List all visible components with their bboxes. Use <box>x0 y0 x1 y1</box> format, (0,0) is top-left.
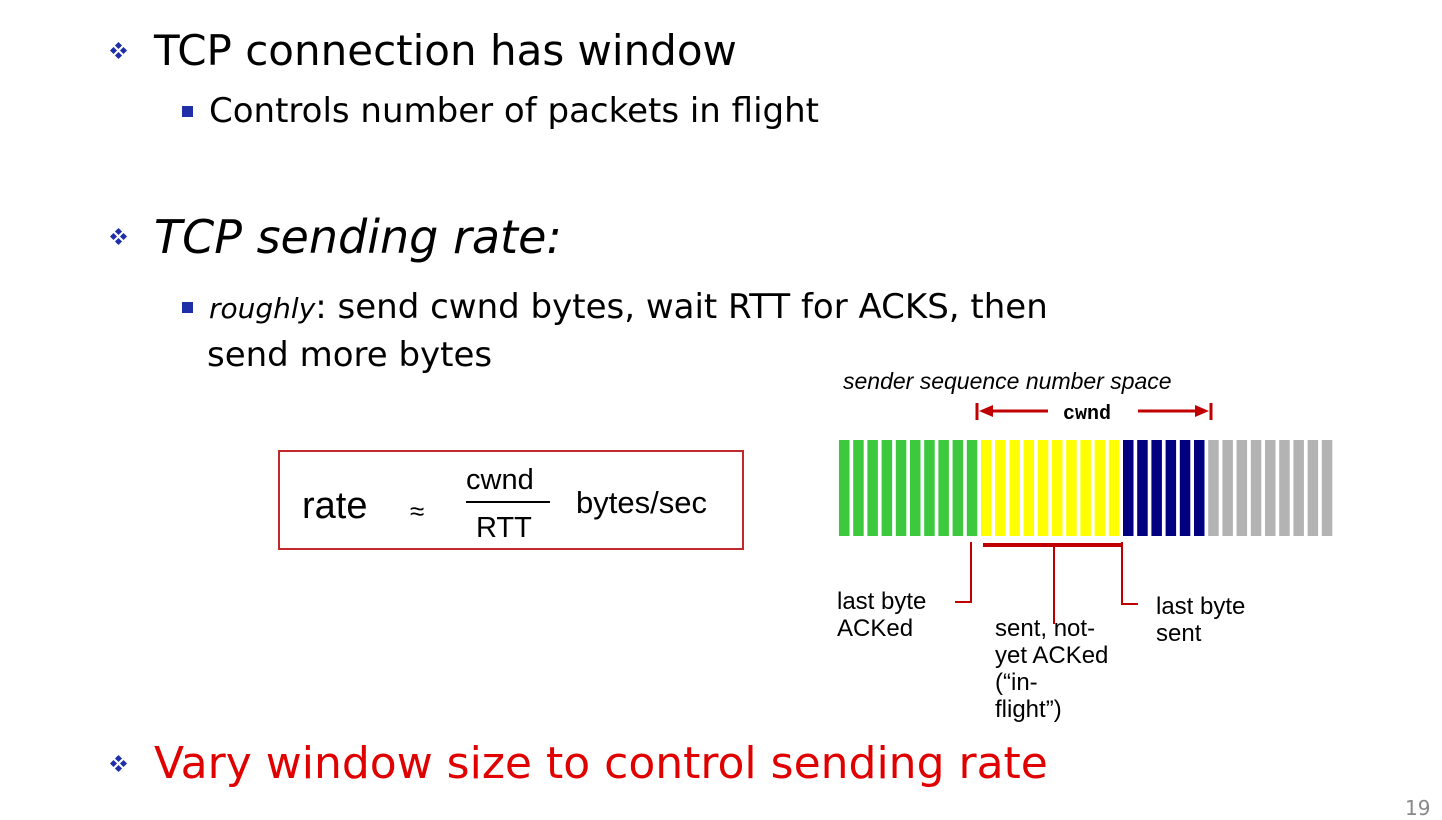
sequence-bar-not-usable <box>1265 440 1276 536</box>
sequence-bar-in-flight <box>1108 440 1120 536</box>
sequence-bar-sent-not-acked-window <box>1151 440 1162 536</box>
sequence-bar-not-usable <box>1250 440 1262 536</box>
cwnd-arrow-right-head <box>1195 405 1209 417</box>
bullet-text: TCP sending rate: <box>154 210 562 264</box>
sequence-bar-in-flight <box>981 440 992 536</box>
last-byte-sent-label-1: last byte <box>1156 593 1246 620</box>
sequence-bar-acked <box>867 440 878 536</box>
formula-denominator: RTT <box>476 512 532 544</box>
sequence-bar-not-usable <box>1208 440 1219 536</box>
sequence-bar-sent-not-acked-window <box>1123 440 1134 536</box>
in-flight-label-1: sent, not- <box>995 615 1096 642</box>
sequence-bar-in-flight <box>1052 440 1063 536</box>
sequence-bar-sent-not-acked-window <box>1194 440 1205 536</box>
sub-bullet-text: Controls number of packets in flight <box>209 91 819 131</box>
sequence-bar-acked <box>966 440 978 536</box>
sequence-bar-in-flight <box>1037 440 1049 536</box>
sequence-space-caption: sender sequence number space <box>843 368 1172 394</box>
diamond-bullet-icon <box>109 754 128 773</box>
sequence-bar-in-flight <box>1009 440 1020 536</box>
sequence-bar-acked <box>910 440 921 536</box>
last-byte-sent-callout <box>1121 542 1138 605</box>
sequence-bar-sent-not-acked-window <box>1165 440 1177 536</box>
cwnd-arrow-left-head <box>979 405 993 417</box>
fraction-bar <box>466 501 550 503</box>
sequence-bar-not-usable <box>1236 440 1248 536</box>
sequence-bar-acked <box>924 440 935 536</box>
sub-bullet-roughly-continued: send more bytes <box>207 338 492 372</box>
last-byte-acked-label-2: ACKed <box>837 615 914 642</box>
bullet-vary-window: Vary window size to control sending rate <box>109 738 1048 789</box>
sequence-bar-not-usable <box>1293 440 1304 536</box>
diamond-bullet-icon <box>109 227 128 246</box>
bullet-sending-rate: TCP sending rate: <box>109 210 562 264</box>
cwnd-label: cwnd <box>1063 403 1112 426</box>
in-flight-label-3: (“in- <box>995 669 1038 696</box>
sub-bullet-packets-in-flight: Controls number of packets in flight <box>182 94 819 128</box>
square-bullet-icon <box>182 105 193 117</box>
sequence-bar-acked <box>853 440 864 536</box>
square-bullet-icon <box>182 301 193 313</box>
sequence-bars <box>839 440 1333 536</box>
last-byte-acked-callout <box>955 542 972 603</box>
sequence-bar-acked <box>938 440 949 536</box>
sequence-bar-in-flight <box>1023 440 1035 536</box>
formula-approx: ≈ <box>410 496 425 526</box>
diamond-bullet-icon <box>109 41 128 60</box>
sequence-bar-sent-not-acked-window <box>1179 440 1191 536</box>
sequence-bar-in-flight <box>1066 440 1077 536</box>
sequence-bar-not-usable <box>1222 440 1233 536</box>
sequence-bar-in-flight <box>1094 440 1106 536</box>
last-byte-acked-label-1: last byte <box>837 588 927 615</box>
sub-bullet-text: roughly: send cwnd bytes, wait RTT for A… <box>209 290 1048 324</box>
page-number: 19 <box>1405 796 1431 820</box>
formula-unit: bytes/sec <box>576 485 707 520</box>
sequence-bar-acked <box>839 440 850 536</box>
last-byte-sent-label-2: sent <box>1156 620 1202 647</box>
rate-formula-box: rate ≈ cwnd RTT bytes/sec <box>278 450 744 550</box>
sequence-bar-acked <box>952 440 964 536</box>
emphasis-text: roughly <box>209 292 316 325</box>
sequence-bar-in-flight <box>1080 440 1091 536</box>
bullet-tcp-window: TCP connection has window <box>109 26 737 75</box>
in-flight-label-4: flight”) <box>995 696 1062 723</box>
bullet-text: TCP connection has window <box>154 26 737 75</box>
sequence-bar-not-usable <box>1321 440 1333 536</box>
sub-bullet-rest: : send cwnd bytes, wait RTT for ACKS, th… <box>315 287 1048 327</box>
formula-lhs: rate <box>302 485 368 527</box>
sequence-bar-not-usable <box>1307 440 1319 536</box>
bullet-text: Vary window size to control sending rate <box>154 738 1048 789</box>
formula-numerator: cwnd <box>466 464 534 496</box>
in-flight-label-2: yet ACKed <box>995 642 1109 669</box>
sub-bullet-text: send more bytes <box>207 335 493 375</box>
sequence-bar-not-usable <box>1279 440 1290 536</box>
sequence-bar-acked <box>895 440 907 536</box>
sequence-bar-in-flight <box>995 440 1006 536</box>
sub-bullet-roughly: roughly: send cwnd bytes, wait RTT for A… <box>182 290 1048 324</box>
sequence-bar-acked <box>881 440 893 536</box>
sequence-bar-sent-not-acked-window <box>1137 440 1148 536</box>
